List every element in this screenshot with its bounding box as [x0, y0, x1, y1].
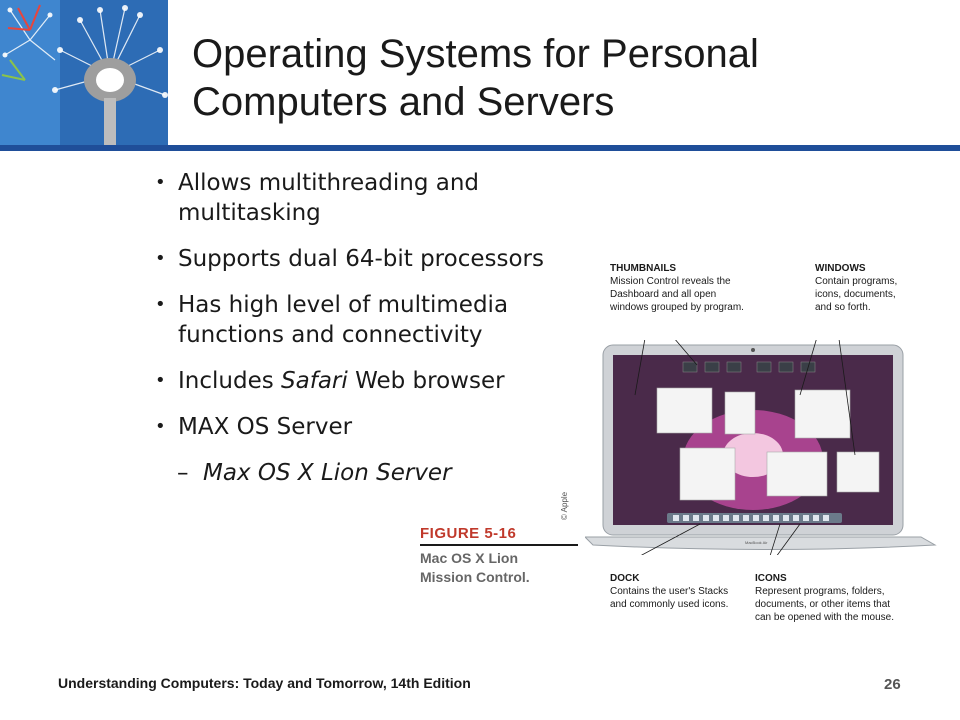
callout-dock: DOCK Contains the user's Stacks and comm… — [610, 572, 728, 611]
callout-text: windows grouped by program. — [610, 302, 744, 313]
slide-footer: Understanding Computers: Today and Tomor… — [58, 675, 471, 691]
callout-text: Contain programs, — [815, 276, 898, 287]
callout-thumbnails: THUMBNAILS Mission Control reveals the D… — [610, 262, 744, 314]
figure-caption-rule — [420, 544, 578, 546]
bullet-item: • Supports dual 64-bit processors — [155, 244, 615, 274]
callout-text: Mission Control reveals the — [610, 276, 731, 287]
macbook-mission-control-image: MacBook Air — [583, 309, 940, 573]
callout-text: Dashboard and all open — [610, 289, 717, 300]
figure-caption: FIGURE 5-16 Mac OS X Lion Mission Contro… — [420, 525, 580, 587]
sub-bullet-item: – Max OS X Lion Server — [155, 458, 615, 488]
sub-bullet-text: Max OS X Lion Server — [203, 460, 452, 486]
bullet-text: Has high level of multimedia functions a… — [178, 292, 509, 348]
bullet-item: • Has high level of multimedia functions… — [155, 290, 558, 350]
bullet-text-tail: Web browser — [347, 368, 505, 394]
laptop-brand-label: MacBook Air — [745, 540, 768, 545]
bullet-marker: • — [155, 248, 166, 269]
bullet-text: Allows multithreading and multitasking — [178, 170, 480, 226]
bullet-item: • MAX OS Server — [155, 412, 615, 442]
callout-windows: WINDOWS Contain programs, icons, documen… — [815, 262, 897, 314]
bullet-marker: • — [155, 294, 166, 315]
slide-title-line-1: Operating Systems for Personal — [192, 32, 759, 76]
bullet-item: • Includes Safari Web browser — [155, 366, 615, 396]
figure-caption-line-1: Mac OS X Lion — [420, 550, 519, 566]
callout-text: documents, or other items that — [755, 599, 891, 610]
callout-heading: ICONS — [755, 573, 787, 584]
bullet-item: • Allows multithreading and multitasking — [155, 168, 615, 228]
bullet-text-italic: Safari — [281, 368, 348, 394]
sub-bullet-marker: – — [177, 460, 189, 486]
callout-heading: DOCK — [610, 573, 640, 584]
dandelion-illustration — [0, 0, 168, 145]
bullet-marker: • — [155, 416, 166, 437]
bullet-text: Supports dual 64-bit processors — [178, 246, 544, 272]
figure-number: FIGURE 5-16 — [420, 525, 517, 542]
bullet-marker: • — [155, 172, 166, 193]
slide-title: Operating Systems for Personal Computers… — [192, 30, 932, 126]
figure-caption-line-2: Mission Control. — [420, 569, 530, 585]
callout-heading: THUMBNAILS — [610, 263, 677, 274]
corner-dandelion-art — [0, 0, 168, 145]
callout-text: and so forth. — [815, 302, 871, 313]
title-divider — [0, 145, 960, 151]
callout-text: can be opened with the mouse. — [755, 612, 894, 623]
callout-text: Represent programs, folders, — [755, 586, 885, 597]
callout-text: and commonly used icons. — [610, 599, 729, 610]
laptop-illustration: MacBook Air — [583, 309, 937, 573]
bullet-list: • Allows multithreading and multitasking… — [155, 168, 615, 504]
bullet-text: Includes — [178, 368, 282, 394]
callout-heading: WINDOWS — [815, 263, 866, 274]
bullet-text: MAX OS Server — [178, 414, 353, 440]
callout-text: icons, documents, — [815, 289, 896, 300]
callout-text: Contains the user's Stacks — [610, 586, 729, 597]
image-credit: © Apple — [560, 491, 569, 520]
slide-title-line-2: Computers and Servers — [192, 80, 615, 124]
bullet-marker: • — [155, 370, 166, 391]
callout-icons: ICONS Represent programs, folders, docum… — [755, 572, 894, 624]
slide-page-number: 26 — [884, 676, 901, 693]
